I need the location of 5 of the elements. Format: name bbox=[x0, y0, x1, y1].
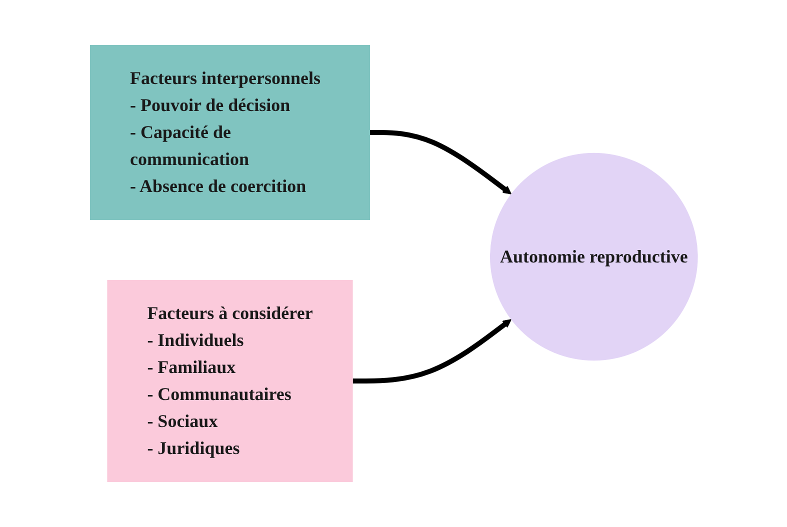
arrow bbox=[370, 130, 512, 194]
node-box: Facteurs à considérer - Individuels - Familiaux - Communautaires - Sociaux - Juridiques bbox=[106, 280, 352, 482]
arrow bbox=[352, 319, 512, 384]
node-box: Facteurs interpersonnels - Pouvoir de décision - Capacité de communication - Absence de coercition bbox=[90, 45, 370, 220]
node-circle: Autonomie reproductive bbox=[490, 152, 698, 361]
